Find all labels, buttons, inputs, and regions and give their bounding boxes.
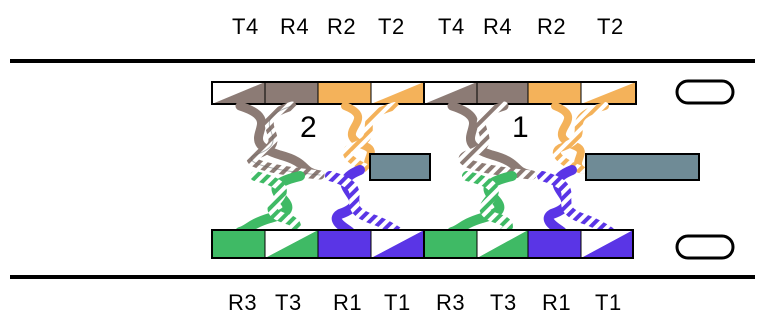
twisted-pair-brown-port-1	[447, 101, 537, 180]
connector-tab-port-2	[369, 153, 431, 181]
top-label-left-t2: T2	[378, 14, 405, 39]
bottom-terminal-strip-port-1	[423, 229, 634, 259]
top-label-right-t2: T2	[597, 14, 624, 39]
top-label-left-r4: R4	[280, 14, 310, 39]
bottom-label-right-t1: T1	[595, 290, 622, 315]
twisted-pair-green-port-2	[235, 171, 305, 237]
twisted-pair-green-port-1	[447, 171, 517, 237]
twisted-pair-orange-port-2	[341, 102, 399, 174]
bottom-label-right-t3: T3	[490, 290, 517, 315]
twisted-pair-orange-port-1	[551, 102, 609, 174]
bottom-rail	[10, 275, 755, 279]
bottom-label-right-r3: R3	[436, 290, 466, 315]
top-label-left-t4: T4	[232, 14, 259, 39]
port-number-1: 1	[512, 111, 529, 144]
bottom-label-left-t3: T3	[275, 290, 302, 315]
bottom-label-left-r3: R3	[228, 290, 258, 315]
port-number-2: 2	[300, 111, 317, 144]
slot-icon-bottom	[675, 234, 735, 260]
top-terminal-strip-port-2	[211, 81, 425, 105]
top-label-right-t4: T4	[438, 14, 465, 39]
port-1: 1	[423, 81, 700, 259]
top-label-left-r2: R2	[327, 14, 357, 39]
slot-icon-top	[675, 79, 735, 105]
twisted-pair-blue-port-2	[325, 165, 403, 237]
top-label-right-r4: R4	[483, 14, 513, 39]
connector-tab-port-1	[585, 153, 700, 181]
twisted-pair-brown-port-2	[235, 101, 325, 180]
bottom-label-right-r1: R1	[542, 290, 572, 315]
top-terminal-strip-port-1	[423, 81, 637, 105]
port-2: 2	[211, 81, 431, 259]
top-rail	[10, 59, 755, 63]
bottom-terminal-strip-port-2	[211, 229, 425, 259]
twisted-pair-blue-port-1	[537, 165, 615, 237]
bottom-label-left-t1: T1	[384, 290, 411, 315]
top-label-right-r2: R2	[537, 14, 567, 39]
bottom-label-left-r1: R1	[333, 290, 363, 315]
